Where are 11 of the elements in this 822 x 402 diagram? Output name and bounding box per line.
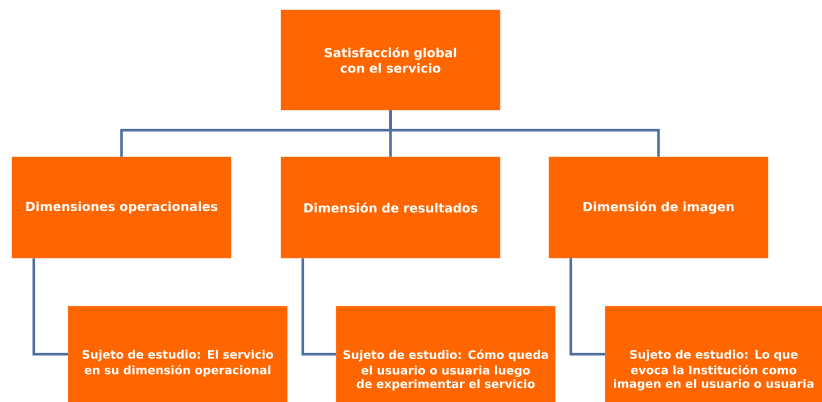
dimension-box: Dimensiones operacionales	[12, 156, 232, 258]
study-box: Sujeto de estudio: Cómo queda el usuario o usuaria luego de experimentar el servicio	[336, 306, 556, 402]
dimension-box: Dimensión de resultados	[280, 156, 500, 258]
connector-line	[32, 258, 68, 356]
study-box: Sujeto de estudio: Lo que evoca la Institución como imagen en el usuario o usuaria	[605, 306, 822, 402]
connector-line	[570, 258, 605, 356]
connector-line	[302, 258, 336, 356]
connector-line	[389, 110, 660, 157]
study-box: Sujeto de estudio: El servicio en su dimensión operacional	[68, 306, 288, 402]
dimension-box: Dimensión de imagen	[548, 156, 768, 258]
main-box: Satisfacción global con el servicio	[280, 10, 500, 110]
